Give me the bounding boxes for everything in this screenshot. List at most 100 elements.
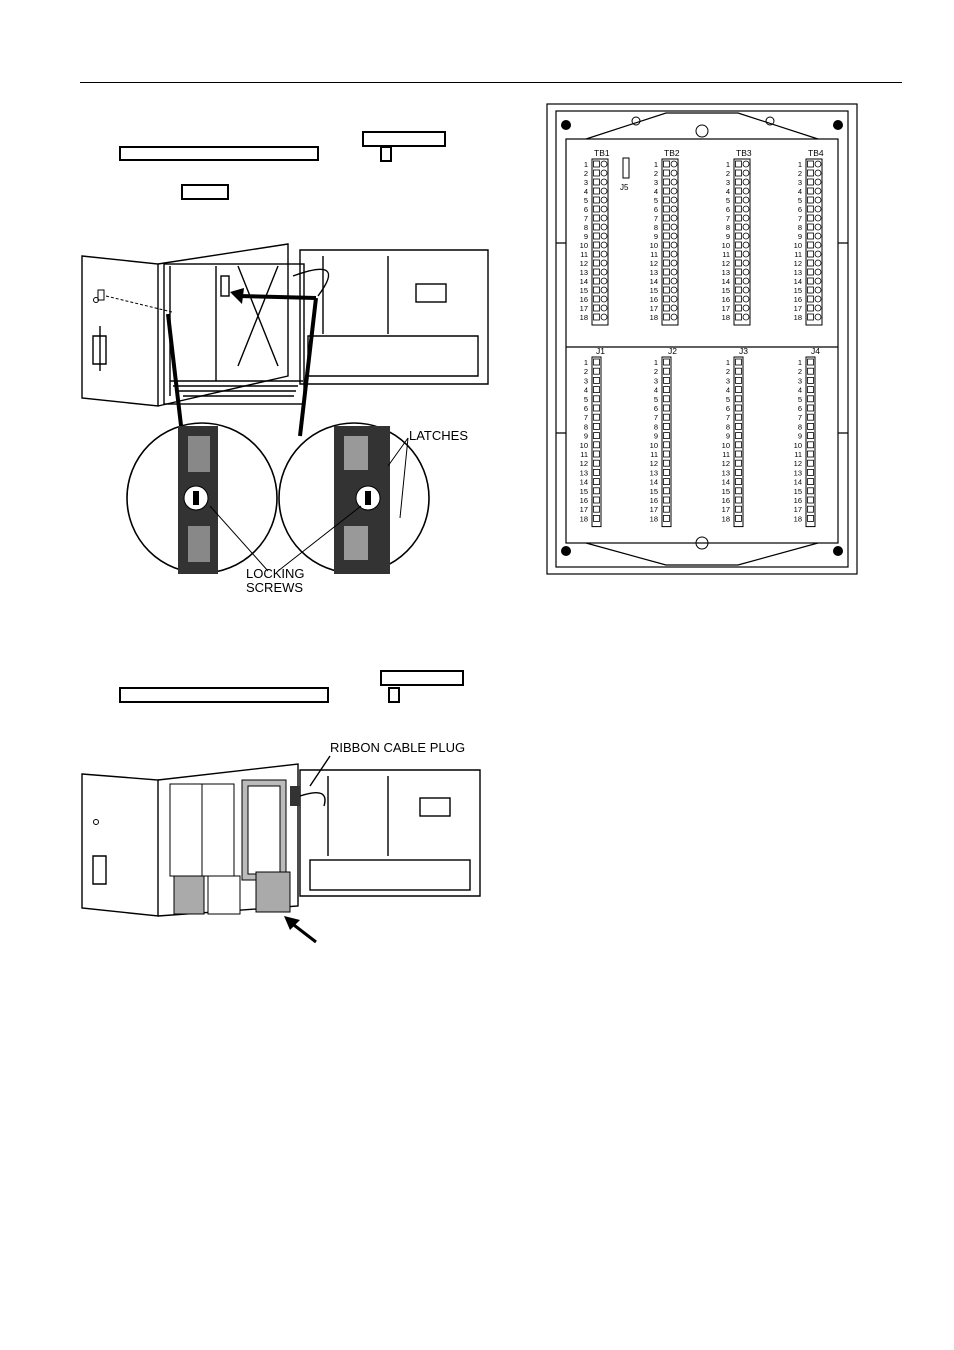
terminal-square: [593, 178, 600, 186]
terminal-number: 1: [726, 358, 730, 367]
terminal-square: [663, 496, 670, 504]
terminal-square: [593, 468, 600, 476]
terminal-number: 12: [580, 459, 588, 468]
terminal-number: 9: [726, 432, 730, 441]
terminal-square: [735, 367, 742, 375]
terminal-square: [735, 313, 742, 321]
terminal-screw: [600, 268, 608, 276]
terminal-square: [807, 376, 814, 384]
terminal-number: 8: [726, 223, 730, 232]
terminal-square: [593, 160, 600, 168]
terminal-screw: [814, 169, 822, 177]
terminal-number: 16: [580, 295, 588, 304]
terminal-square: [663, 358, 670, 366]
terminal-screw: [814, 196, 822, 204]
terminal-square: [807, 386, 814, 394]
terminal-screw: [670, 295, 678, 303]
tb1-label: TB1: [594, 148, 610, 158]
terminal-square: [663, 160, 670, 168]
terminal-screw: [600, 214, 608, 222]
terminal-square: [593, 196, 600, 204]
terminal-screw: [814, 250, 822, 258]
j2-label: J2: [668, 346, 677, 356]
terminal-number: 10: [794, 241, 802, 250]
terminal-square: [735, 304, 742, 312]
terminal-square: [807, 478, 814, 486]
terminal-square: [663, 313, 670, 321]
terminal-square: [807, 196, 814, 204]
terminal-screw: [670, 259, 678, 267]
terminal-number: 16: [722, 496, 730, 505]
terminal-number: 15: [794, 286, 802, 295]
terminal-screw: [742, 295, 750, 303]
terminal-number: 12: [580, 259, 588, 268]
terminal-number: 10: [650, 241, 658, 250]
terminal-strip: [591, 158, 609, 326]
terminal-screw: [670, 232, 678, 240]
terminal-screw: [670, 250, 678, 258]
terminal-screw: [670, 169, 678, 177]
terminal-number: 1: [798, 160, 802, 169]
terminal-square: [593, 505, 600, 513]
terminal-square: [735, 422, 742, 430]
terminal-square: [663, 178, 670, 186]
terminal-number: 8: [584, 422, 588, 431]
terminal-number: 15: [794, 487, 802, 496]
terminal-strip: [661, 158, 679, 326]
terminal-square: [807, 505, 814, 513]
terminal-number: 11: [794, 450, 802, 459]
terminal-number: 11: [650, 250, 658, 259]
terminal-screw: [814, 187, 822, 195]
terminal-number: 18: [794, 514, 802, 523]
terminal-number: 11: [722, 250, 730, 259]
terminal-square: [593, 386, 600, 394]
terminal-square: [807, 441, 814, 449]
terminal-square: [663, 367, 670, 375]
terminal-number: 3: [654, 376, 658, 385]
terminal-number: 9: [798, 232, 802, 241]
terminal-screw: [742, 268, 750, 276]
terminal-number: 1: [654, 160, 658, 169]
terminal-square: [807, 187, 814, 195]
terminal-square: [807, 358, 814, 366]
terminal-square: [663, 232, 670, 240]
terminal-number: 5: [798, 196, 802, 205]
terminal-number: 5: [584, 196, 588, 205]
terminal-number: 18: [580, 313, 588, 322]
terminal-screw: [742, 196, 750, 204]
terminal-screw: [742, 277, 750, 285]
terminal-square: [593, 367, 600, 375]
terminal-square: [807, 450, 814, 458]
terminal-square: [735, 178, 742, 186]
terminal-screw: [742, 259, 750, 267]
terminal-square: [593, 250, 600, 258]
terminal-number: 3: [584, 376, 588, 385]
terminal-square: [663, 459, 670, 467]
terminal-number: 2: [584, 169, 588, 178]
terminal-square: [663, 268, 670, 276]
terminal-strip: [733, 356, 744, 528]
terminal-screw: [670, 214, 678, 222]
terminal-square: [593, 232, 600, 240]
terminal-number: 8: [798, 422, 802, 431]
terminal-square: [593, 286, 600, 294]
terminal-number: 12: [650, 259, 658, 268]
terminal-square: [593, 487, 600, 495]
terminal-square: [663, 241, 670, 249]
terminal-square: [735, 459, 742, 467]
terminal-screw: [742, 169, 750, 177]
terminal-square: [663, 286, 670, 294]
terminal-number: 17: [650, 304, 658, 313]
terminal-square: [663, 169, 670, 177]
terminal-number: 3: [726, 178, 730, 187]
terminal-screw: [600, 160, 608, 168]
terminal-number: 8: [584, 223, 588, 232]
terminal-square: [807, 404, 814, 412]
terminal-square: [735, 413, 742, 421]
terminal-number: 14: [580, 478, 588, 487]
terminal-square: [807, 268, 814, 276]
terminal-number: 17: [580, 304, 588, 313]
terminal-square: [593, 313, 600, 321]
terminal-screw: [600, 223, 608, 231]
terminal-number: 18: [722, 514, 730, 523]
